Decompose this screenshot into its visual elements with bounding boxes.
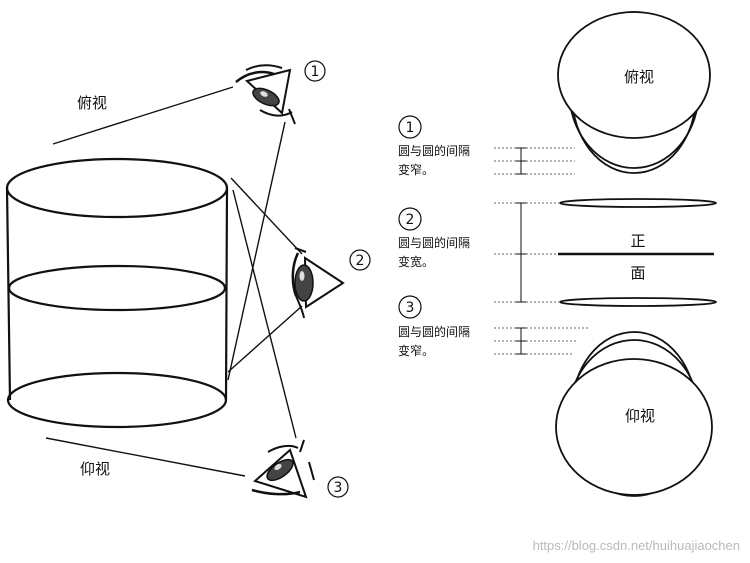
top-view-lines <box>52 86 286 381</box>
note-1: 1 圆与圆的间隔 变窄。 <box>398 115 470 177</box>
bottom-view-circles <box>555 331 713 497</box>
note-2: 2 圆与圆的间隔 变宽。 <box>398 207 470 269</box>
bottom-view-label: 仰视 <box>80 460 110 478</box>
dimension-brackets <box>516 147 526 355</box>
top-view-front-circle <box>557 11 711 139</box>
bottom-view-front-circle <box>555 358 713 496</box>
note-2-line1: 圆与圆的间隔 <box>398 235 470 250</box>
top-circle-label: 俯视 <box>624 68 654 86</box>
svg-text:3: 3 <box>406 300 415 316</box>
svg-text:1: 1 <box>406 120 415 136</box>
top-view-circles <box>557 11 711 174</box>
note-1-line2: 变窄。 <box>398 162 434 177</box>
eye1-to-cylinder-right-line <box>227 121 286 381</box>
bottom-sight-line <box>45 437 246 477</box>
front-view-lines <box>227 177 303 373</box>
guide-lines <box>494 147 590 355</box>
front-label-2: 面 <box>630 264 645 282</box>
bottom-circle-label: 仰视 <box>625 407 655 425</box>
bottom-view-lines <box>45 189 297 477</box>
top-view-label: 俯视 <box>77 94 107 112</box>
note-3-line2: 变窄。 <box>398 343 434 358</box>
front-view-lower-ellipse <box>559 297 717 307</box>
cylinder-right-side <box>224 187 229 401</box>
eye-2-number: 2 <box>349 249 371 271</box>
note-3-line1: 圆与圆的间隔 <box>398 324 470 339</box>
eye2-lower-line <box>227 305 303 373</box>
svg-text:2: 2 <box>356 253 365 269</box>
note-3: 3 圆与圆的间隔 变窄。 <box>398 295 470 358</box>
watermark: https://blog.csdn.net/huihuajiaochen <box>533 538 740 553</box>
svg-text:3: 3 <box>334 480 343 496</box>
cylinder-top-ellipse <box>5 157 229 219</box>
front-view-upper-ellipse <box>559 198 717 208</box>
cylinder <box>5 157 229 429</box>
eye3-to-cylinder-line <box>232 189 297 439</box>
eye-1-number: 1 <box>304 60 326 82</box>
eye-2-icon <box>291 247 345 319</box>
cylinder-middle-ellipse <box>7 264 227 312</box>
front-label-1: 正 <box>630 232 645 250</box>
eye-1-icon <box>235 64 296 125</box>
cylinder-left-side <box>5 187 12 401</box>
svg-text:1: 1 <box>311 64 320 80</box>
eye-3-icon <box>251 439 315 499</box>
cylinder-bottom-ellipse <box>6 371 228 429</box>
note-2-line2: 变宽。 <box>398 254 434 269</box>
top-sight-line <box>52 86 234 145</box>
note-1-line1: 圆与圆的间隔 <box>398 143 470 158</box>
eye2-upper-line <box>230 177 303 255</box>
eye-3-number: 3 <box>327 476 349 498</box>
svg-text:2: 2 <box>406 212 415 228</box>
